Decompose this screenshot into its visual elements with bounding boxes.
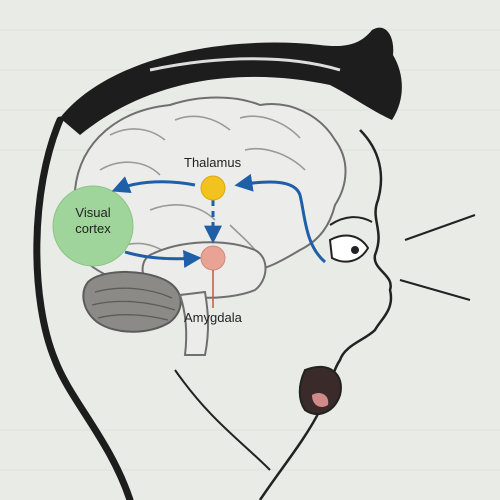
mouth (298, 365, 342, 415)
thalamus-to-cortex-pathway (111, 176, 196, 194)
pupil (351, 246, 359, 254)
cortex-to-amygdala-pathway (124, 250, 202, 269)
visual-cortex-label-line2: cortex (75, 221, 111, 236)
amygdala-label: Amygdala (184, 310, 242, 325)
head-outline (33, 116, 134, 500)
thalamus-label: Thalamus (184, 155, 242, 170)
brain-stem (178, 290, 209, 356)
motion-line (404, 214, 476, 241)
visual-cortex-node (52, 185, 134, 267)
visual-cortex-label-line1: Visual (75, 205, 111, 220)
tongue (312, 393, 329, 407)
eyebrow (329, 216, 373, 226)
motion-line (399, 279, 471, 301)
hair-highlight (149, 57, 341, 72)
chin-line (174, 369, 271, 471)
eye (328, 234, 370, 263)
visual-cortex-label: Visual cortex (58, 205, 128, 237)
hair (60, 27, 402, 136)
cerebellum-folds (91, 287, 176, 321)
thalamus-node (200, 175, 226, 201)
amygdala-node (200, 245, 226, 271)
eye-to-thalamus-pathway (234, 173, 327, 264)
